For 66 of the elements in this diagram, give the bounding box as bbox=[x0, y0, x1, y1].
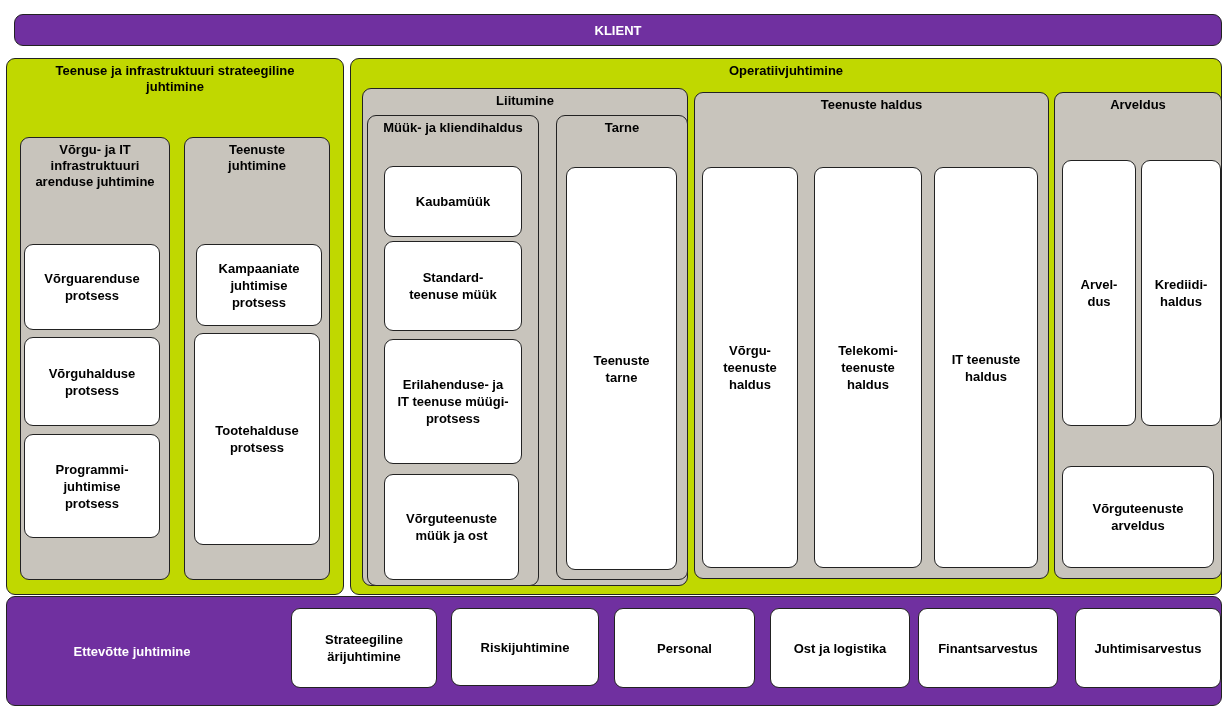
group-title: Võrgu- ja IT infrastruktuuri arenduse juhtimine bbox=[35, 142, 155, 190]
group-title: Teenuse ja infrastruktuuri strateegiline juhtimine bbox=[54, 63, 296, 95]
process-label: Krediidi- haldus bbox=[1154, 276, 1208, 310]
process-label: Võrguteenuste müük ja ost bbox=[405, 510, 498, 544]
band-title: KLIENT bbox=[593, 22, 643, 38]
group-panel bbox=[694, 92, 1049, 579]
process-box bbox=[614, 608, 755, 688]
group-panel bbox=[184, 137, 330, 580]
process-label: Programmi- juhtimise protsess bbox=[54, 460, 130, 512]
process-label: Kampaaniate juhtimise protsess bbox=[217, 259, 301, 311]
group-panel bbox=[556, 115, 688, 580]
process-label: Kaubamüük bbox=[415, 193, 491, 210]
group-panel bbox=[367, 115, 539, 586]
group-panel bbox=[350, 58, 1222, 595]
header-band bbox=[14, 14, 1222, 46]
process-box bbox=[1062, 466, 1214, 568]
group-title: Arveldus bbox=[1109, 97, 1167, 113]
process-label: Ost ja logistika bbox=[793, 639, 887, 657]
footer-band bbox=[6, 596, 1222, 706]
process-box bbox=[384, 339, 522, 464]
process-label: Strateegiline ärijuhtimine bbox=[324, 631, 404, 665]
group-title: Teenuste haldus bbox=[819, 97, 924, 113]
group-panel bbox=[20, 137, 170, 580]
group-title: Teenuste juhtimine bbox=[226, 142, 287, 174]
process-label: Finantsarvestus bbox=[938, 639, 1038, 657]
group-title: Liitumine bbox=[495, 93, 555, 109]
process-box bbox=[1141, 160, 1221, 426]
process-label: Juhtimisarvestus bbox=[1094, 639, 1202, 657]
process-label: Võrguhalduse protsess bbox=[47, 364, 137, 399]
process-label: Erilahenduse- ja IT teenuse müügi-protsess bbox=[397, 376, 509, 427]
process-box bbox=[24, 337, 160, 426]
process-box bbox=[814, 167, 922, 568]
group-title: Operatiivjuhtimine bbox=[727, 63, 845, 79]
process-box bbox=[24, 244, 160, 330]
process-label: Võrguteenuste arveldus bbox=[1091, 500, 1185, 534]
process-label: Telekomi- teenuste haldus bbox=[837, 342, 899, 393]
process-box bbox=[1062, 160, 1136, 426]
process-label: Personal bbox=[657, 639, 712, 657]
process-box bbox=[384, 166, 522, 237]
process-label: Standard- teenuse müük bbox=[408, 269, 498, 303]
band-title: Ettevõtte juhtimine bbox=[72, 643, 192, 659]
process-label: Tootehalduse protsess bbox=[214, 422, 300, 456]
process-label: Võrguarenduse protsess bbox=[43, 270, 141, 304]
process-label: Riskijuhtimine bbox=[480, 638, 570, 656]
group-panel bbox=[362, 88, 688, 586]
process-box bbox=[384, 474, 519, 580]
process-label: Teenuste tarne bbox=[592, 351, 651, 386]
process-label: Võrgu- teenuste haldus bbox=[722, 342, 778, 393]
process-box bbox=[918, 608, 1058, 688]
process-box bbox=[770, 608, 910, 688]
process-label: IT teenuste haldus bbox=[950, 350, 1022, 385]
group-title: Tarne bbox=[603, 120, 641, 136]
process-label: Arvel- dus bbox=[1079, 276, 1119, 310]
process-box bbox=[24, 434, 160, 538]
process-box bbox=[291, 608, 437, 688]
process-box bbox=[702, 167, 798, 568]
group-title: Müük- ja kliendihaldus bbox=[382, 120, 524, 136]
process-box bbox=[1075, 608, 1221, 688]
process-box bbox=[566, 167, 677, 570]
process-box bbox=[384, 241, 522, 331]
process-box bbox=[934, 167, 1038, 568]
process-box bbox=[194, 333, 320, 545]
process-box bbox=[196, 244, 322, 326]
group-panel bbox=[6, 58, 344, 595]
group-panel bbox=[1054, 92, 1222, 579]
process-box bbox=[451, 608, 599, 686]
